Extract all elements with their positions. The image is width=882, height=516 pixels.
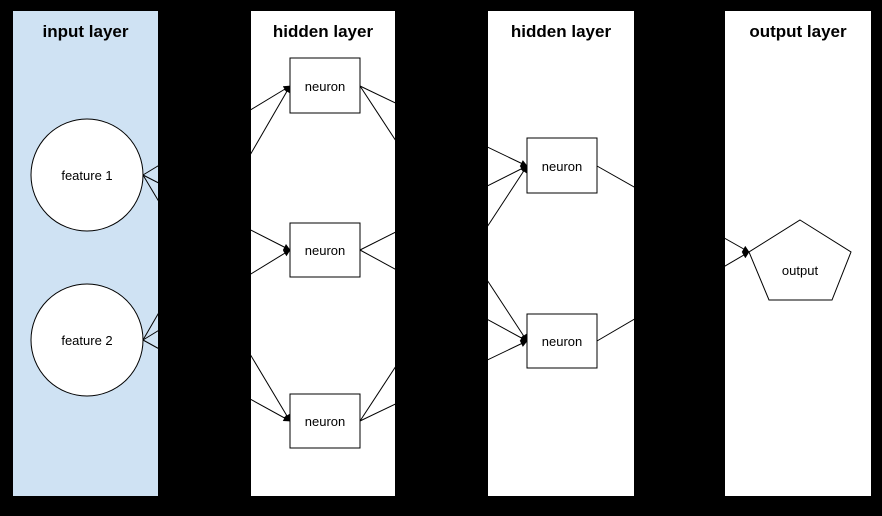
edge-h2n2-to-out1 [596,251,750,342]
node-shapes: feature 1 feature 2 neuron neuron neuron… [30,57,852,449]
node-hidden1-neuron-3-label: neuron [305,414,345,429]
node-hidden2-neuron-1 [526,137,598,194]
node-feature-2 [30,283,144,397]
edge-feature2-to-h1n2 [142,249,291,341]
edge-feature1-to-h1n3 [142,174,291,422]
hidden-layer-1-title: hidden layer [272,22,374,41]
node-hidden1-neuron-2 [289,222,361,278]
node-hidden2-neuron-2-label: neuron [542,334,582,349]
edge-h1n1-to-h2n2 [359,85,528,342]
node-output [748,219,852,301]
output-layer-title: output layer [749,22,847,41]
edge-h1n3-to-h2n1 [359,165,528,422]
edge-h1n3-to-h2n2 [359,340,528,422]
node-hidden2-neuron-1-label: neuron [542,159,582,174]
edge-feature2-to-h1n3 [142,339,291,422]
node-hidden1-neuron-1-label: neuron [305,79,345,94]
edge-h2n1-to-out1 [596,165,750,253]
edge-feature2-to-h1n1 [142,85,291,341]
node-hidden1-neuron-1 [289,57,361,114]
node-feature-1-label: feature 1 [61,168,112,183]
input-layer-title: input layer [42,22,129,41]
node-output-label: output [782,263,819,278]
edge-lines [142,85,750,422]
hidden-layer-2-title: hidden layer [510,22,612,41]
panel-hidden-layer-2: hidden layer [488,11,634,496]
edge-feature1-to-h1n1 [142,85,291,176]
node-hidden2-neuron-2 [526,313,598,369]
edge-h1n2-to-h2n1 [359,165,528,251]
panel-input-layer: input layer [13,11,158,496]
node-feature-1 [30,118,144,232]
node-feature-2-label: feature 2 [61,333,112,348]
edge-h1n2-to-h2n2 [359,249,528,342]
node-hidden1-neuron-3 [289,393,361,449]
edge-h1n1-to-h2n1 [359,85,528,167]
node-hidden1-neuron-2-label: neuron [305,243,345,258]
